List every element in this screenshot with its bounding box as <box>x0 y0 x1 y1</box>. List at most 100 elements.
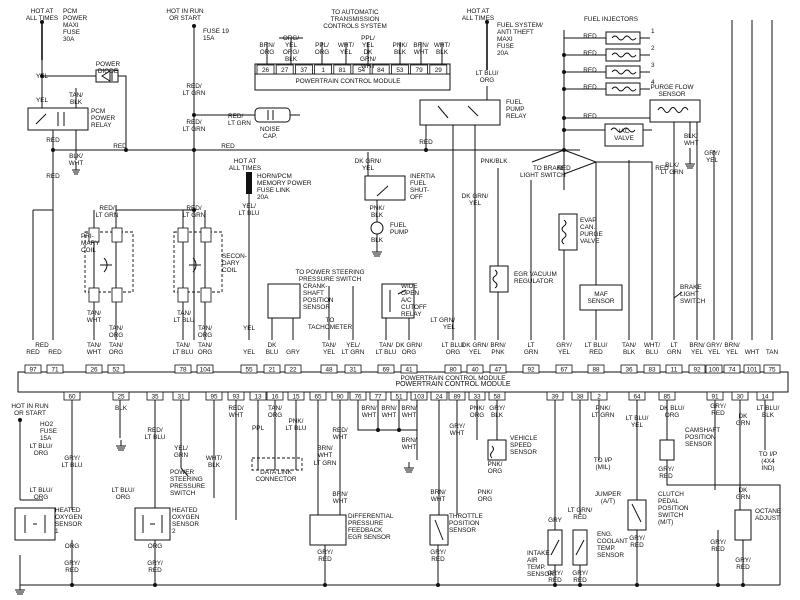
diagram-label: CRANK- <box>303 283 328 290</box>
diagram-label: WHT <box>450 430 465 437</box>
diagram-label: RED <box>573 514 587 521</box>
pcm-pin-number: 74 <box>728 367 736 374</box>
diagram-label: RED <box>583 84 597 91</box>
pcm-pin-wire-color: GRY <box>286 349 300 356</box>
diagram-label: BLK <box>115 405 128 412</box>
diagram-label: 15A <box>203 35 215 42</box>
diagram-label: BRN/ <box>317 445 332 452</box>
pcm-pin-wire-color: LT <box>671 342 678 349</box>
pcm-pin-box <box>205 391 223 401</box>
pcm-pin-number: 64 <box>633 394 641 401</box>
pcm-pin-number: 71 <box>51 367 59 374</box>
pcm-pin-number: 52 <box>112 367 120 374</box>
diagram-label: SENSOR <box>172 521 199 528</box>
pcm-pin-wire-color: BLU <box>266 349 279 356</box>
pcm-pin-box <box>174 364 192 374</box>
pcm-pin-wire-color: LT GRN <box>342 349 365 356</box>
diagram-label: AIR <box>527 557 538 564</box>
pcm-pin-wire-color: LT BLU/ <box>442 342 465 349</box>
pcm-pin-box <box>284 364 302 374</box>
diagram-label: 20A <box>257 194 269 201</box>
pcm-pin-number: 76 <box>354 394 362 401</box>
diagram-label: 3 <box>651 62 655 69</box>
pcm-pin-number: 95 <box>210 394 218 401</box>
pcm-pin-number: 55 <box>245 367 253 374</box>
pcm-pin-box <box>344 364 362 374</box>
diagram-label: YEL <box>243 325 256 332</box>
pcm-pin-number: 38 <box>576 394 584 401</box>
diagram-label: CAP. <box>263 133 277 140</box>
diagram-label: ALL TIMES <box>462 15 494 22</box>
diagram-label: DATA LINK <box>260 469 292 476</box>
diagram-label: LT GRN <box>661 169 684 176</box>
wire-color-label: WHT <box>361 63 376 70</box>
diagram-label: BLK <box>371 237 384 244</box>
diagram-label: RED <box>318 556 332 563</box>
diagram-label: RED <box>419 139 433 146</box>
diagram-label: RED <box>583 33 597 40</box>
diagram-label: LT BLU <box>61 462 82 469</box>
diagram-label: DIFFERENTIAL <box>348 513 394 520</box>
diagram-label: ORG <box>665 412 680 419</box>
pcm-pin-wire-color: YEL <box>708 349 721 356</box>
diagram-label: GRY/ <box>317 549 333 556</box>
diagram-label: GRY/ <box>572 570 588 577</box>
egr-vacuum-regulator <box>489 265 509 293</box>
pcm-pin-box <box>763 364 781 374</box>
diagram-label: RED <box>630 542 644 549</box>
diagram-label: HEATED <box>172 507 198 514</box>
diagram-label: 1 <box>651 28 655 35</box>
diagram-label: HOT IN RUN <box>11 403 49 410</box>
pcm-pin-wire-color: TAN/ <box>198 342 212 349</box>
diagram-label: ALL TIMES <box>229 165 261 172</box>
diagram-label: ORG <box>109 332 124 339</box>
splice-dots <box>18 20 745 587</box>
pcm-upper-pin-number: 29 <box>435 67 443 74</box>
pcm-pin-box <box>309 391 327 401</box>
horn-pcm-fuse-link <box>246 172 252 194</box>
diagram-label: CONNECTOR <box>255 476 296 483</box>
diagram-label: GRY/ <box>735 557 751 564</box>
diagram-label: OR START <box>169 15 201 22</box>
diagram-label: RELAY <box>506 113 527 120</box>
diagram-label: RED/ <box>147 427 162 434</box>
diagram-label: CAMSHAFT <box>685 427 720 434</box>
pcm-pin-number: 103 <box>414 394 425 401</box>
pcm-pin-box <box>249 391 267 401</box>
diagram-label: CUTOFF <box>401 304 427 311</box>
diagram-label: YEL/ <box>242 203 256 210</box>
diagram-label: LT BLU/ <box>112 487 135 494</box>
pcm-upper-pin-number: 37 <box>300 67 308 74</box>
diagram-label: HOT AT <box>234 158 257 165</box>
pcm-pin-number: 31 <box>349 367 357 374</box>
pcm-pin-wire-color: YEL <box>691 349 704 356</box>
diagram-label: FUEL <box>506 99 523 106</box>
diagram-label: VALVE <box>614 135 634 142</box>
pcm-pin-wire-color: TAN/ <box>87 342 101 349</box>
diagram-label: PUMP <box>390 229 408 236</box>
pcm-pin-box <box>24 364 42 374</box>
pcm-pin-wire-color: RED <box>48 349 62 356</box>
diagram-label: OPEN <box>401 290 419 297</box>
diagram-label: 2 <box>651 45 655 52</box>
pcm-pin-wire-color: RED <box>26 349 40 356</box>
wire-color-label: GRN/ <box>360 56 376 63</box>
diagram-label: FUEL INJECTORS <box>584 16 638 23</box>
diagram-label: PRESSURE SWITCH <box>299 276 362 283</box>
pcm-pin-box <box>448 391 466 401</box>
diagram-label: BLK/ <box>69 153 83 160</box>
diagram-label: WHT <box>382 412 397 419</box>
diagram-label: RED/ <box>186 205 201 212</box>
diagram-label: ORG <box>268 412 283 419</box>
pcm-pin-box <box>196 364 214 374</box>
diagram-label: POSITION <box>685 434 716 441</box>
diagram-label: BRN/ <box>381 405 396 412</box>
diagram-label: CAN. <box>580 224 595 231</box>
diagram-label: WHT/ <box>206 455 223 462</box>
pcm-pin-number: 22 <box>289 367 297 374</box>
pcm-pin-number: 101 <box>747 367 758 374</box>
pcm-pin-number: 30 <box>736 394 744 401</box>
diagram-label: TAN/ <box>109 325 123 332</box>
